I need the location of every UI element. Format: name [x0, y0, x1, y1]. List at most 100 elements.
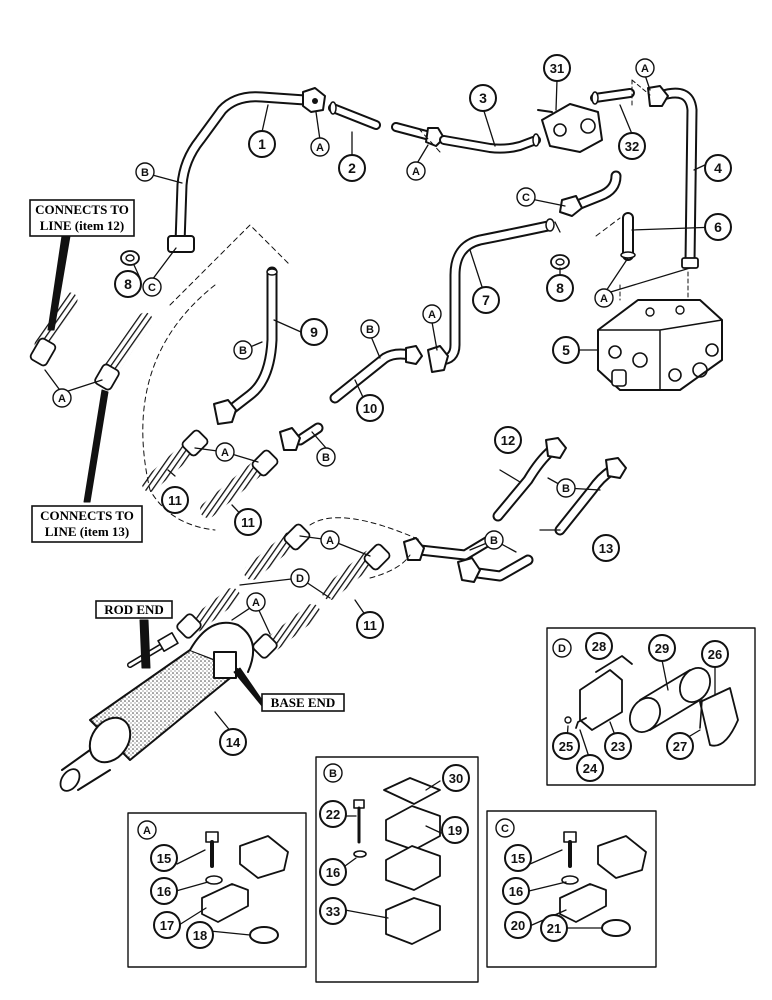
- callout-circle: [494, 426, 522, 454]
- reference-letter-A: A: [406, 161, 426, 181]
- reference-letter-C: C: [142, 277, 162, 297]
- callout-number: 29: [655, 641, 669, 656]
- valve-31: [537, 103, 603, 153]
- flange-half-17b: [239, 835, 289, 879]
- part-callout-15: 15: [150, 844, 178, 872]
- part-callout-33: 33: [319, 897, 347, 925]
- callout-circle: [300, 318, 328, 346]
- callout-number: 20: [511, 918, 525, 933]
- part-callout-25: 25: [552, 732, 580, 760]
- part-callout-11: 11: [234, 508, 262, 536]
- callout-circle: [319, 858, 347, 886]
- callout-number: 2: [348, 160, 356, 176]
- washer-25: [564, 716, 572, 724]
- clamp-19: [385, 805, 441, 891]
- tube-b-short: [279, 422, 324, 451]
- reference-letter-A: A: [594, 288, 614, 308]
- reference-letter-A: A: [635, 58, 655, 78]
- tube-3: [439, 133, 541, 154]
- base-end-text: BASE END: [271, 695, 336, 710]
- reference-letter-C: C: [516, 187, 536, 207]
- letter-text: C: [148, 282, 156, 294]
- callout-number: 12: [501, 433, 515, 448]
- letter-circle: [323, 763, 343, 783]
- letter-circle: [516, 187, 536, 207]
- letter-text: B: [562, 483, 570, 495]
- callout-circle: [604, 732, 632, 760]
- callout-number: 33: [326, 904, 340, 919]
- callout-number: 32: [625, 139, 639, 154]
- callout-circle: [338, 154, 366, 182]
- connects-to-13-label: CONNECTS TO LINE (item 13): [31, 505, 143, 543]
- letter-text: C: [522, 192, 530, 204]
- part-callout-3: 3: [469, 84, 497, 112]
- part-callout-16: 16: [319, 858, 347, 886]
- callout-number: 13: [599, 541, 613, 556]
- part-callout-24: 24: [576, 754, 604, 782]
- callout-number: 22: [326, 807, 340, 822]
- letter-text: B: [329, 768, 337, 780]
- hose-d-right: [252, 604, 320, 659]
- reference-letter-A: A: [320, 530, 340, 550]
- letter-text: D: [558, 643, 566, 655]
- o-ring-18: [249, 926, 279, 944]
- hose-11-cyl-upper: [244, 523, 311, 580]
- reference-letter-B: B: [233, 340, 253, 360]
- part-callout-11: 11: [161, 486, 189, 514]
- callout-number: 25: [559, 739, 573, 754]
- part-callout-14: 14: [219, 728, 247, 756]
- part-callout-20: 20: [504, 911, 532, 939]
- sleeve-29: [629, 667, 711, 733]
- letter-text: B: [239, 345, 247, 357]
- letter-text: A: [143, 825, 151, 837]
- part-callout-1: 1: [248, 130, 276, 158]
- letter-circle: [320, 530, 340, 550]
- callout-number: 11: [168, 493, 182, 508]
- detail-box-a: [127, 812, 307, 968]
- hose-connect-13: [94, 312, 153, 391]
- callout-circle: [704, 154, 732, 182]
- detail-box-d: [546, 627, 756, 786]
- reference-letter-B: B: [135, 162, 155, 182]
- callout-circle: [552, 336, 580, 364]
- letter-circle: [135, 162, 155, 182]
- letter-text: B: [322, 452, 330, 464]
- callout-circle: [502, 877, 530, 905]
- part-callout-27: 27: [666, 732, 694, 760]
- callout-circle: [504, 911, 532, 939]
- callout-number: 6: [714, 219, 722, 235]
- callout-number: 16: [157, 884, 171, 899]
- phantom-line-32: [631, 79, 651, 109]
- callout-number: 31: [550, 61, 564, 76]
- letter-circle: [215, 442, 235, 462]
- callout-circle: [540, 914, 568, 942]
- tube-9: [213, 266, 278, 425]
- callout-number: 26: [708, 647, 722, 662]
- part-callout-32: 32: [618, 132, 646, 160]
- callout-number: 16: [326, 865, 340, 880]
- callout-circle: [234, 508, 262, 536]
- reference-letter-A: A: [310, 137, 330, 157]
- connects-12-line1: CONNECTS TO: [35, 202, 129, 217]
- callout-number: 21: [547, 921, 561, 936]
- callout-circle: [356, 611, 384, 639]
- letter-text: A: [600, 293, 608, 305]
- leader-lines: [133, 79, 719, 936]
- part-callout-4: 4: [704, 154, 732, 182]
- letter-text: A: [58, 393, 66, 405]
- letter-text: B: [141, 167, 149, 179]
- callout-circle: [248, 130, 276, 158]
- part-callout-18: 18: [186, 921, 214, 949]
- part-callout-10: 10: [356, 394, 384, 422]
- reference-letter-A: A: [246, 592, 266, 612]
- connects-13-line2: LINE (item 13): [45, 524, 130, 539]
- callout-number: 4: [714, 160, 722, 176]
- part-callout-6: 6: [704, 213, 732, 241]
- letter-circle: [422, 304, 442, 324]
- part-callout-23: 23: [604, 732, 632, 760]
- letter-text: C: [501, 823, 509, 835]
- letter-circle: [495, 818, 515, 838]
- callout-circle: [114, 270, 142, 298]
- tube-12: [492, 437, 567, 522]
- plate-30: [383, 777, 441, 805]
